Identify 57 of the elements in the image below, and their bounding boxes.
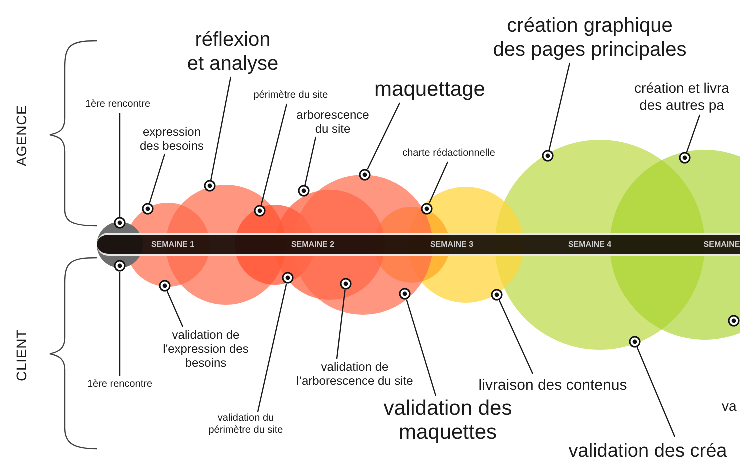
marker-dot [114, 260, 126, 272]
leader-line [166, 291, 184, 328]
phase-label: réflexion et analyse [187, 28, 279, 76]
marker-dot [282, 272, 294, 284]
week-label: SEMAINE 1 [151, 239, 195, 251]
phase-label: périmètre du site [245, 88, 337, 103]
phase-label: va [722, 397, 737, 416]
week-label: SEMAINE 4 [568, 239, 612, 251]
phase-label: validation des maquettes [353, 397, 543, 445]
leader-line [119, 272, 121, 376]
marker-dot [421, 203, 433, 215]
leader-line [367, 102, 401, 170]
phase-label: création et livra des autres pa [624, 80, 740, 114]
phase-label: livraison des contenus [468, 375, 638, 398]
leader-line [548, 62, 571, 150]
leader-line [406, 300, 437, 396]
leader-line [119, 113, 121, 217]
leader-line [636, 347, 676, 438]
phase-label: 1ère rencontre [78, 97, 158, 112]
phase-label: arborescence du site [292, 108, 374, 136]
marker-dot [142, 203, 154, 215]
marker-dot [340, 278, 352, 290]
phase-label: validation de l’arborescence du site [290, 360, 420, 388]
marker-dot [204, 180, 216, 192]
phase-label: validation de l'expression des besoins [154, 328, 258, 370]
phase-label: création graphique des pages principales [490, 14, 690, 62]
side-label: CLIENT [12, 328, 30, 384]
marker-dot [159, 280, 171, 292]
phase-label: 1ère rencontre [78, 377, 162, 392]
phase-label: charte rédactionnelle [393, 146, 505, 161]
phase-label: validation des créa [556, 438, 740, 465]
marker-dot [728, 315, 740, 327]
side-label: AGENCE [12, 106, 30, 166]
leader-line [498, 300, 534, 374]
phase-label: expression des besoins [135, 125, 209, 153]
marker-dot [629, 336, 641, 348]
marker-dot [491, 289, 503, 301]
phase-label: validation du périmètre du site [199, 413, 293, 437]
week-label: SEMAINE [704, 239, 740, 251]
marker-dot [542, 150, 554, 162]
marker-dot [399, 288, 411, 300]
marker-dot [359, 169, 371, 181]
phase-label: maquettage [365, 78, 495, 102]
week-label: SEMAINE 2 [291, 239, 335, 251]
leader-line [428, 162, 449, 204]
leader-line [149, 154, 166, 204]
marker-dot [298, 185, 310, 197]
marker-dot [114, 217, 126, 229]
leader-line [304, 136, 317, 186]
marker-dot [254, 205, 266, 217]
week-label: SEMAINE 3 [430, 239, 474, 251]
leader-line [686, 114, 701, 153]
leader-line [210, 76, 232, 180]
marker-dot [679, 152, 691, 164]
leader-line [260, 104, 288, 206]
leader-line [336, 290, 346, 360]
leader-line [257, 284, 288, 412]
